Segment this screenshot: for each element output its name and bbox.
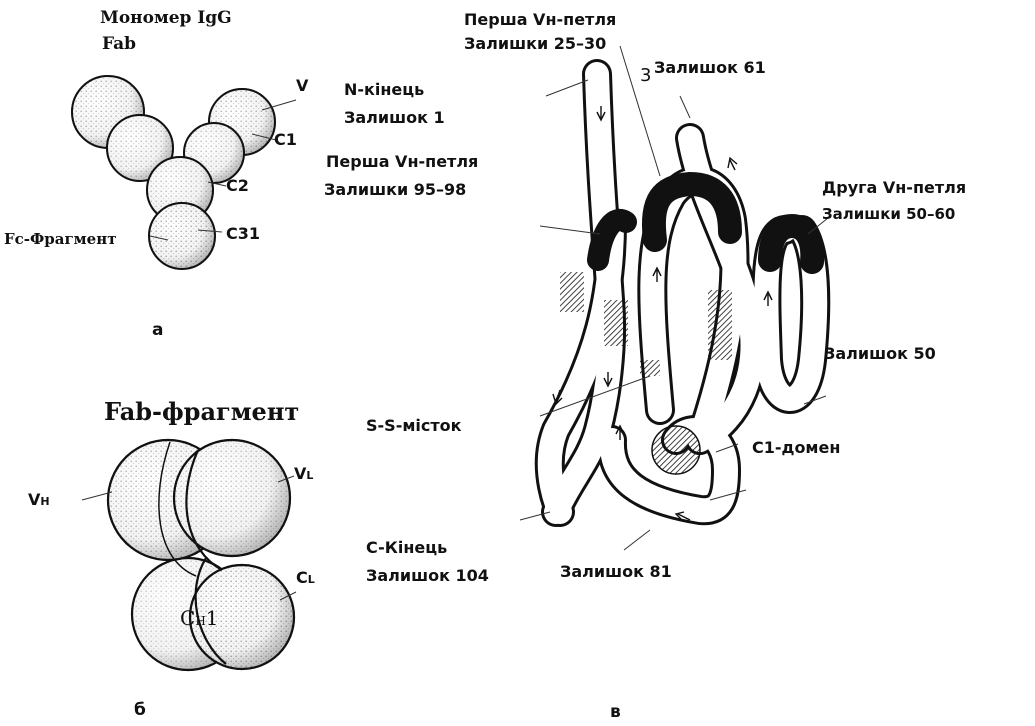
c3-label-text: C3 [226,224,249,243]
panel-b-letter: б [134,700,146,720]
loop2-range-label: Залишки 50–60 [822,204,955,224]
loop1-range-label: Залишки 25–30 [464,34,606,54]
loop2-title-label: Друга Vн-петля [822,178,966,198]
n-terminus-label: N-кінець [344,80,424,100]
ch1-center-label: CH1 [180,606,219,633]
c3-label-suffix: 1 [249,224,260,243]
loop3-title-label: Перша Vн-петля [326,152,478,172]
vl-label: VL [294,464,313,486]
c1-domain-label: C1-домен [752,438,840,458]
stray-3-label: 3 [640,66,651,86]
residue-81-label: Залишок 81 [560,562,672,582]
ch1-sub: H [195,614,205,628]
c1-label-a: C1 [274,130,297,150]
ss-bridge-label: S-S-місток [366,416,462,436]
vh-label-main: V [28,490,40,509]
igg-monomer-label: Мономер IgG [100,8,232,28]
vh-label-sub: H [40,495,49,508]
fc-fragment-label: Fc-Фрагмент [4,229,117,249]
residue-61-label: Залишок 61 [654,58,766,78]
vl-label-main: V [294,464,306,483]
fab-label-a: Fab [102,34,136,54]
cl-label: CL [296,568,315,590]
panel-a-letter: а [152,320,163,340]
residue-50-label: Залишок 50 [824,344,936,364]
c2-label-a: C2 [226,176,249,196]
cl-label-sub: L [308,573,315,586]
residue-104-label: Залишок 104 [366,566,489,586]
v-domain-label-a: V [296,76,308,96]
vh-label: VH [28,490,50,512]
cl-label-main: C [296,568,308,587]
c3-label-a: C31 [226,224,260,244]
fab-fragment-drawing [108,440,294,670]
ch1-c: C [180,606,195,630]
loop1-title-label: Перша Vн-петля [464,10,616,30]
c-terminus-label: C-Кінець [366,538,447,558]
loop3-range-label: Залишки 95–98 [324,180,466,200]
residue-1-label: Залишок 1 [344,108,445,128]
fab-fragment-title: Fab-фрагмент [104,398,299,426]
ch1-num: 1 [206,606,219,630]
panel-c-letter: в [610,702,621,722]
vl-label-sub: L [306,469,313,482]
